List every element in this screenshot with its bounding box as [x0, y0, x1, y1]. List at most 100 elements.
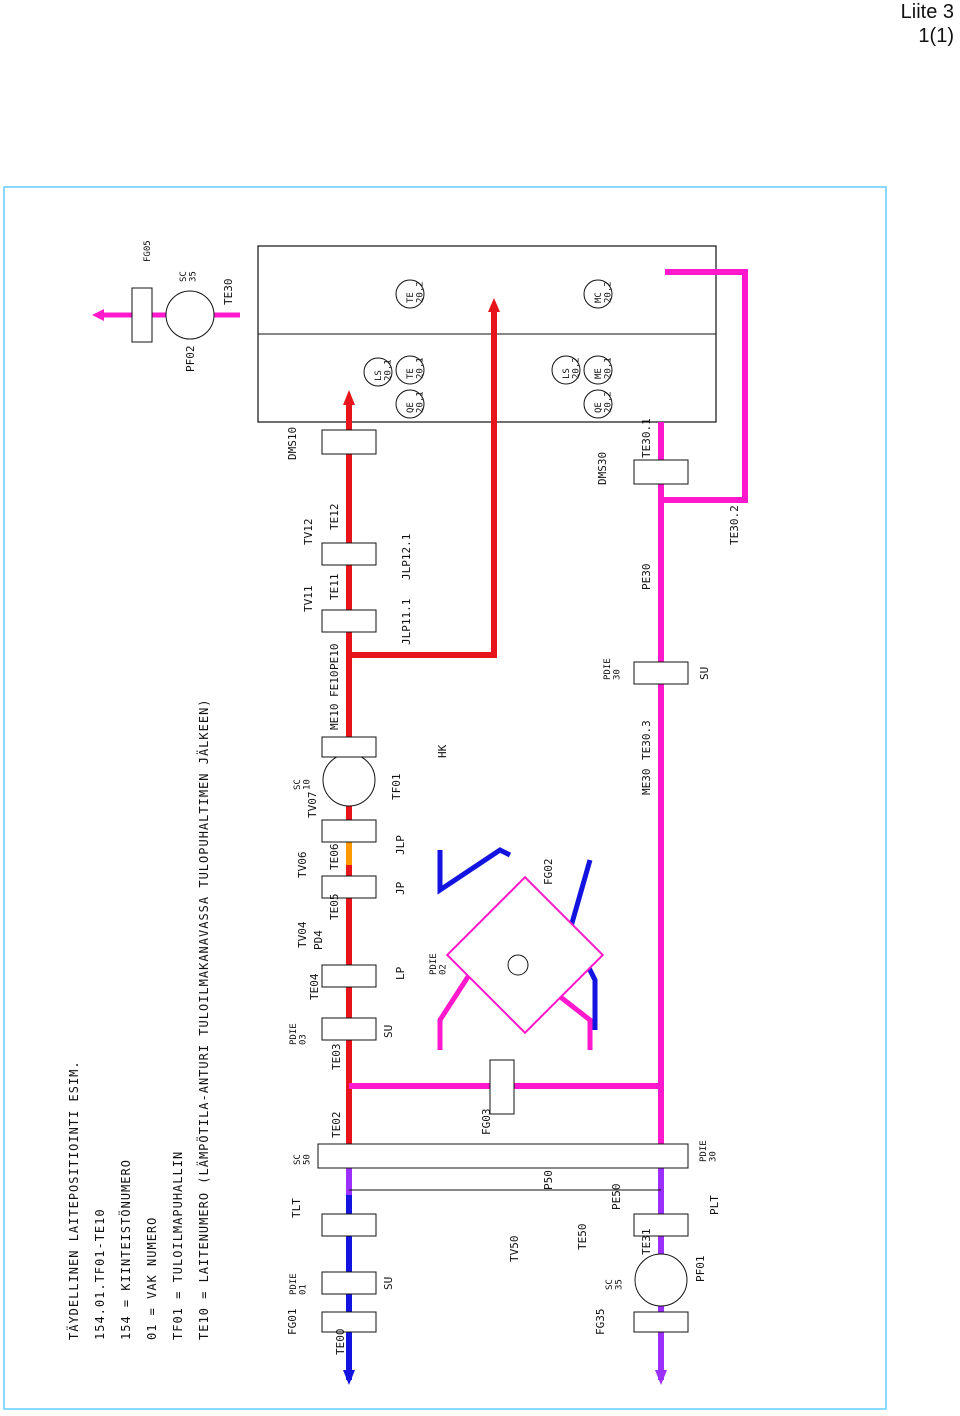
label-tv04: TV04 — [296, 921, 309, 948]
legend-line-2: 154.01.TF01-TE10 — [93, 1208, 107, 1340]
label-pe50: PE50 — [610, 1184, 623, 1211]
hrw-blue-left — [437, 847, 512, 895]
pf02-arrow — [92, 309, 104, 321]
damper-fg35 — [633, 1311, 689, 1333]
top-fan-labels: PF02 FG05 SC35 TE30 — [143, 240, 235, 372]
supply-labels: TE00 FG01 PDIE01 SU TLT SC50 TE02 TE03 P… — [286, 427, 449, 1355]
coil-plt — [633, 1213, 689, 1237]
sensor-te201 — [395, 355, 425, 385]
label-tv06: TV06 — [296, 852, 309, 879]
hrw-motor — [507, 954, 529, 976]
label-te02: TE02 — [330, 1112, 343, 1139]
label-sc35: SC35 — [605, 1279, 624, 1290]
label-pf01: PF01 — [694, 1256, 707, 1283]
damper-pf02 — [131, 287, 153, 343]
label-jlp12: JLP12.1 — [400, 534, 413, 580]
legend-line-1: TÄYDELLINEN LAITEPOSITIOINTI ESIM. — [66, 1060, 81, 1340]
sensor-ls202 — [551, 355, 581, 385]
label-fe10: FE10 — [328, 671, 341, 698]
label-te50: TE50 — [576, 1224, 589, 1251]
damper-dms30 — [633, 459, 689, 485]
label-pf02: PF02 — [184, 346, 197, 373]
exhaust-equipment — [131, 287, 689, 1333]
appendix-title: Liite 3 — [900, 1, 954, 23]
label-te30: TE30 — [222, 279, 235, 306]
label-plt: PLT — [708, 1195, 721, 1215]
fan-pf02 — [165, 290, 215, 340]
label-pdie03: PDIE03 — [289, 1023, 308, 1045]
label-fg02: FG02 — [542, 859, 555, 886]
label-te201: TE20.1 — [406, 357, 425, 379]
damper-fg01 — [321, 1311, 377, 1333]
label-jp: JP — [394, 881, 407, 895]
label-pe30: PE30 — [640, 564, 653, 591]
label-pdie01: PDIE01 — [289, 1273, 308, 1295]
coil-lp — [321, 964, 377, 988]
label-su3: SU — [698, 667, 711, 680]
label-te302: TE30.2 — [728, 505, 741, 545]
label-qe201: QE20.1 — [406, 391, 425, 413]
label-te04: TE04 — [308, 973, 321, 1000]
label-tv11: TV11 — [302, 586, 315, 613]
coil-jlp11 — [321, 609, 377, 633]
label-dms30: DMS30 — [596, 452, 609, 485]
supply-inlet-arrow — [343, 1370, 355, 1385]
label-te301: TE30.1 — [640, 418, 653, 458]
coil-jlp12 — [321, 542, 377, 566]
label-te12: TE12 — [328, 504, 341, 531]
label-jlp11: JLP11.1 — [400, 599, 413, 645]
sensor-ls201 — [363, 357, 393, 387]
filter-su3 — [633, 661, 689, 685]
label-fg35: FG35 — [594, 1309, 607, 1336]
label-tv07: TV07 — [306, 792, 319, 819]
label-me201: ME20.1 — [594, 357, 613, 379]
label-fg01: FG01 — [286, 1309, 299, 1336]
label-sc35b: SC35 — [179, 271, 198, 282]
page-header: Liite 3 1(1) — [901, 0, 954, 48]
room-sensors — [363, 279, 613, 419]
label-pe10: PE10 — [328, 644, 341, 671]
sensor-te202 — [395, 279, 425, 309]
label-tv12: TV12 — [302, 519, 315, 546]
label-jlp: JLP — [394, 835, 407, 855]
silencer-hk — [321, 736, 377, 758]
label-p50: P50 — [542, 1170, 555, 1190]
coil-jlp — [321, 819, 377, 843]
heat-recovery-wheel — [445, 875, 605, 1035]
damper-dms10 — [321, 429, 377, 455]
legend-line-5: TF01 = TULOILMAPUHALLIN — [171, 1151, 185, 1340]
label-me10: ME10 — [328, 704, 341, 731]
label-pdie02: PDIE02 — [429, 953, 448, 975]
label-lp: LP — [394, 966, 407, 980]
label-fg03: FG03 — [480, 1109, 493, 1136]
sensor-qe201 — [395, 389, 425, 419]
filter-su1 — [321, 1271, 377, 1295]
exhaust-return — [661, 269, 748, 503]
fan-tf01 — [322, 753, 376, 807]
supply-branch-arrow — [488, 298, 500, 312]
heat-exchanger-lto — [317, 1143, 689, 1169]
label-sc10: SC10 — [293, 779, 312, 790]
coil-tlt — [321, 1213, 377, 1237]
supply-equipment — [317, 429, 689, 1333]
exhaust-labels: FG35 SC35 PF01 TE31 TE50 TV50 PLT PE50 P… — [429, 418, 741, 1335]
label-tf01: TF01 — [390, 774, 403, 801]
label-me30: ME30 — [640, 769, 653, 796]
exhaust-outlet-arrow — [655, 1370, 667, 1385]
label-fg05: FG05 — [143, 240, 153, 262]
label-tv50: TV50 — [508, 1236, 521, 1263]
legend-line-4: 01 = VAK NUMERO — [145, 1217, 159, 1340]
label-tlt: TLT — [290, 1198, 303, 1218]
legend: TÄYDELLINEN LAITEPOSITIOINTI ESIM. 154.0… — [66, 698, 211, 1340]
label-pdie30b: PDIE30 — [699, 1140, 718, 1162]
label-qe202: QE20.2 — [594, 391, 613, 413]
legend-line-3: 154 = KIINTEISTÖNUMERO — [117, 1159, 133, 1340]
label-te03: TE03 — [330, 1044, 343, 1071]
label-te303: TE30.3 — [640, 720, 653, 760]
label-dms10: DMS10 — [286, 427, 299, 460]
label-mc202: MC20.2 — [594, 281, 613, 303]
label-su1: SU — [382, 1277, 395, 1290]
label-pd4: PD4 — [312, 930, 325, 950]
label-hk: HK — [436, 744, 449, 758]
